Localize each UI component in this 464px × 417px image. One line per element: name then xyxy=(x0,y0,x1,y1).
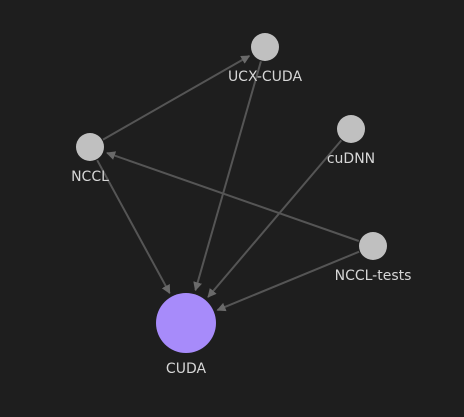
node-ucx-cuda-label: UCX-CUDA xyxy=(228,69,303,85)
node-nccl-tests-label: NCCL-tests xyxy=(335,268,412,284)
node-cuda[interactable]: CUDA xyxy=(156,293,216,377)
node-nccl-label: NCCL xyxy=(71,169,109,185)
edge-cudnn-to-cuda xyxy=(207,139,343,298)
edge-nccl-to-cuda xyxy=(96,159,171,294)
node-cudnn[interactable]: cuDNN xyxy=(327,115,375,167)
node-nccl-circle[interactable] xyxy=(76,133,104,161)
node-ucx-cuda-circle[interactable] xyxy=(251,33,279,61)
node-cuda-label: CUDA xyxy=(166,361,207,377)
edge-nccl-tests-to-nccl xyxy=(106,151,360,242)
node-cuda-circle[interactable] xyxy=(156,293,216,353)
node-nccl[interactable]: NCCL xyxy=(71,133,109,185)
node-cudnn-label: cuDNN xyxy=(327,151,375,167)
edge-nccl-to-ucx-cuda xyxy=(102,55,251,141)
node-nccl-tests-circle[interactable] xyxy=(359,232,387,260)
node-nccl-tests[interactable]: NCCL-tests xyxy=(335,232,412,284)
node-ucx-cuda[interactable]: UCX-CUDA xyxy=(228,33,303,85)
edge-nccl-tests-to-cuda xyxy=(216,250,360,312)
edge-ucx-cuda-to-cuda xyxy=(193,61,262,292)
node-cudnn-circle[interactable] xyxy=(337,115,365,143)
